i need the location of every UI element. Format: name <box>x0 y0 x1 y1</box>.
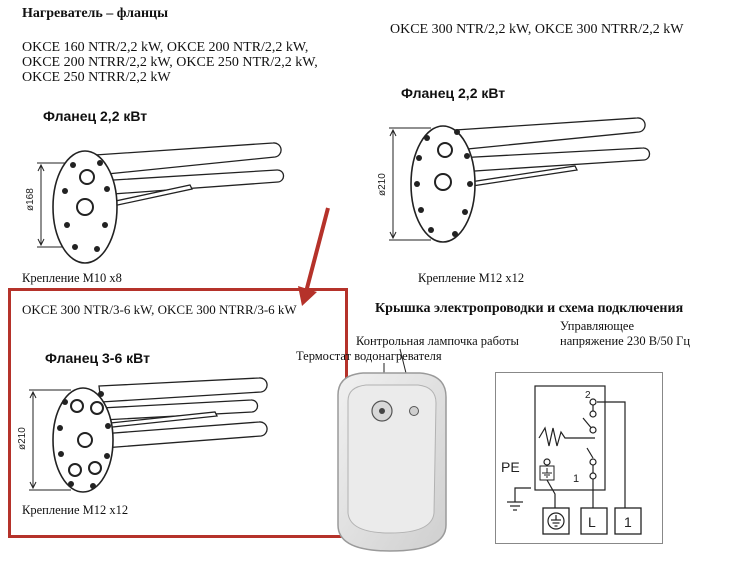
pe-label: PE <box>501 459 520 475</box>
voltage-label-line-1: Управляющее <box>560 319 635 333</box>
flange-left-drawing: ø168 <box>25 142 285 264</box>
ground-terminal-icon <box>547 512 565 530</box>
flange-right-title: Фланец 2,2 кВт <box>401 85 506 101</box>
flange-left-dimension: ø168 <box>25 188 36 211</box>
flange-left-mount: Крепление M10 x8 <box>22 271 122 285</box>
flange-left-title: Фланец 2,2 кВт <box>43 108 148 124</box>
models-right: OKCE 300 NTR/2,2 kW, OKCE 300 NTRR/2,2 k… <box>390 22 684 37</box>
node-2-label: 2 <box>585 390 591 401</box>
node-1-label: 1 <box>573 473 579 485</box>
flange-right-drawing: ø210 <box>377 117 651 243</box>
red-arrow <box>298 207 330 306</box>
terminal-l-label: L <box>588 514 596 530</box>
indicator-lamp-icon <box>409 406 419 416</box>
flange-highlight-drawing: ø210 <box>17 377 268 493</box>
voltage-label-line-2: напряжение 230 В/50 Гц <box>560 334 691 348</box>
flange-highlight-models: OKCE 300 NTR/3-6 kW, OKCE 300 NTRR/3-6 k… <box>22 302 297 317</box>
flange-right-dimension: ø210 <box>377 173 388 196</box>
flange-right-mount: Крепление M12 x12 <box>418 271 525 285</box>
wiring-diagram: PE 2 1 L 1 <box>495 372 663 544</box>
models-left-line-1: OKCE 160 NTR/2,2 kW, OKCE 200 NTR/2,2 kW… <box>22 40 309 55</box>
lamp-label: Контрольная лампочка работы <box>356 334 519 348</box>
cover-title: Крышка электропроводки и схема подключен… <box>375 301 684 316</box>
thermostat-label: Термостат водонагревателя <box>296 349 442 363</box>
cover-illustration <box>337 372 447 552</box>
models-left-line-3: OKCE 250 NTRR/2,2 kW <box>22 70 171 85</box>
terminal-1-label: 1 <box>624 514 632 530</box>
flange-highlight-title: Фланец 3-6 кВт <box>45 350 150 366</box>
models-left-line-2: OKCE 200 NTRR/2,2 kW, OKCE 250 NTR/2,2 k… <box>22 55 318 70</box>
flange-highlight-mount: Крепление M12 x12 <box>22 503 129 517</box>
flange-highlight-dimension: ø210 <box>17 427 28 450</box>
section-title: Нагреватель – фланцы <box>22 6 169 21</box>
